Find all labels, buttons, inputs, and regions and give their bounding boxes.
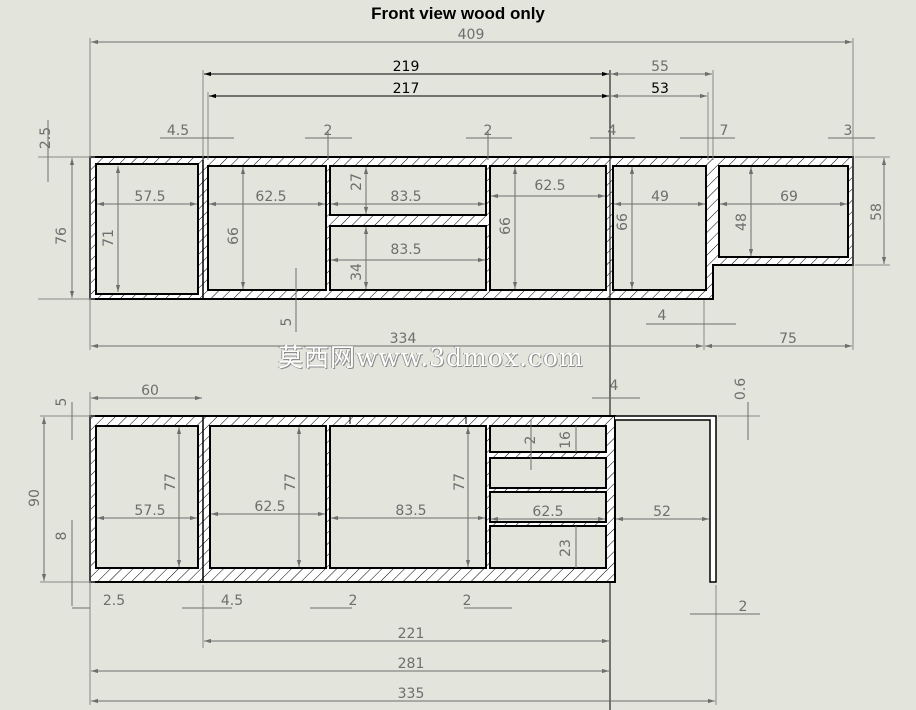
dim-58: 58 <box>869 203 885 221</box>
dim-4-5-bottom: 4.5 <box>221 593 243 609</box>
dim-2-b: 2 <box>484 123 493 139</box>
dim-90: 90 <box>27 489 43 507</box>
dim-77-b: 77 <box>283 473 299 491</box>
bottom-view-body <box>89 415 616 583</box>
dim-27: 27 <box>349 173 365 191</box>
dim-53: 53 <box>651 81 669 97</box>
dim-0-6: 0.6 <box>733 378 749 400</box>
dim-2-5-bottom: 2.5 <box>103 593 125 609</box>
dim-48: 48 <box>734 213 750 231</box>
dim-62-5-b: 62.5 <box>534 178 565 194</box>
dim-4-top: 4 <box>608 123 617 139</box>
dim-217: 217 <box>393 81 420 97</box>
dim-66-a: 66 <box>226 227 242 245</box>
dim-221: 221 <box>398 626 425 642</box>
dim-4-side: 4 <box>610 378 619 394</box>
dim-75: 75 <box>779 331 797 347</box>
dim-52: 52 <box>653 504 671 520</box>
dim-2-a: 2 <box>324 123 333 139</box>
dim-334: 334 <box>390 331 417 347</box>
dim-60: 60 <box>141 383 159 399</box>
dim-281: 281 <box>398 656 425 672</box>
dim-2-c: 2 <box>349 593 358 609</box>
dim-2-5-left: 2.5 <box>38 127 54 149</box>
top-view-body <box>89 156 854 300</box>
dim-3: 3 <box>844 123 853 139</box>
dim-62-5-d: 62.5 <box>532 504 563 520</box>
bottom-view: 60 4 0.6 5 90 8 77 77 77 57.5 62.5 83.5 … <box>27 378 760 705</box>
dim-83-5-a: 83.5 <box>390 189 421 205</box>
dim-76: 76 <box>54 227 70 245</box>
dim-2-d: 2 <box>463 593 472 609</box>
dim-23: 23 <box>558 539 574 557</box>
dim-219: 219 <box>393 59 420 75</box>
dim-66-c: 66 <box>615 213 631 231</box>
dim-2-side: 2 <box>739 599 748 615</box>
dim-4-5: 4.5 <box>167 123 189 139</box>
dim-335: 335 <box>398 686 425 702</box>
dim-409: 409 <box>458 27 485 43</box>
dim-55: 55 <box>651 59 669 75</box>
watermark-text: 莫西网www.3dmox.com <box>278 343 584 372</box>
dim-7: 7 <box>720 123 729 139</box>
dim-57-5-top: 57.5 <box>134 189 165 205</box>
dim-5-bottom: 5 <box>279 318 295 327</box>
dim-57-5-bottom: 57.5 <box>134 503 165 519</box>
dim-4-bottom: 4 <box>658 308 667 324</box>
dim-62-5-c: 62.5 <box>254 499 285 515</box>
dim-34: 34 <box>349 263 365 281</box>
dim-83-5-c: 83.5 <box>395 503 426 519</box>
drawing-title: Front view wood only <box>371 4 545 23</box>
dim-66-b: 66 <box>498 217 514 235</box>
dim-77-c: 77 <box>452 473 468 491</box>
dim-49: 49 <box>651 189 669 205</box>
dim-69: 69 <box>780 189 798 205</box>
dim-62-5-a: 62.5 <box>255 189 286 205</box>
dim-83-5-b: 83.5 <box>390 242 421 258</box>
dim-77-a: 77 <box>163 473 179 491</box>
top-view: 409 219 217 55 53 2.5 4.5 2 2 4 7 3 76 7… <box>38 27 890 710</box>
side-panel <box>615 415 717 583</box>
dim-8: 8 <box>54 532 70 541</box>
dim-71: 71 <box>101 229 117 247</box>
dim-16: 16 <box>558 431 574 449</box>
dim-2-drawer: 2 <box>523 436 539 445</box>
dim-5-left: 5 <box>54 398 70 407</box>
